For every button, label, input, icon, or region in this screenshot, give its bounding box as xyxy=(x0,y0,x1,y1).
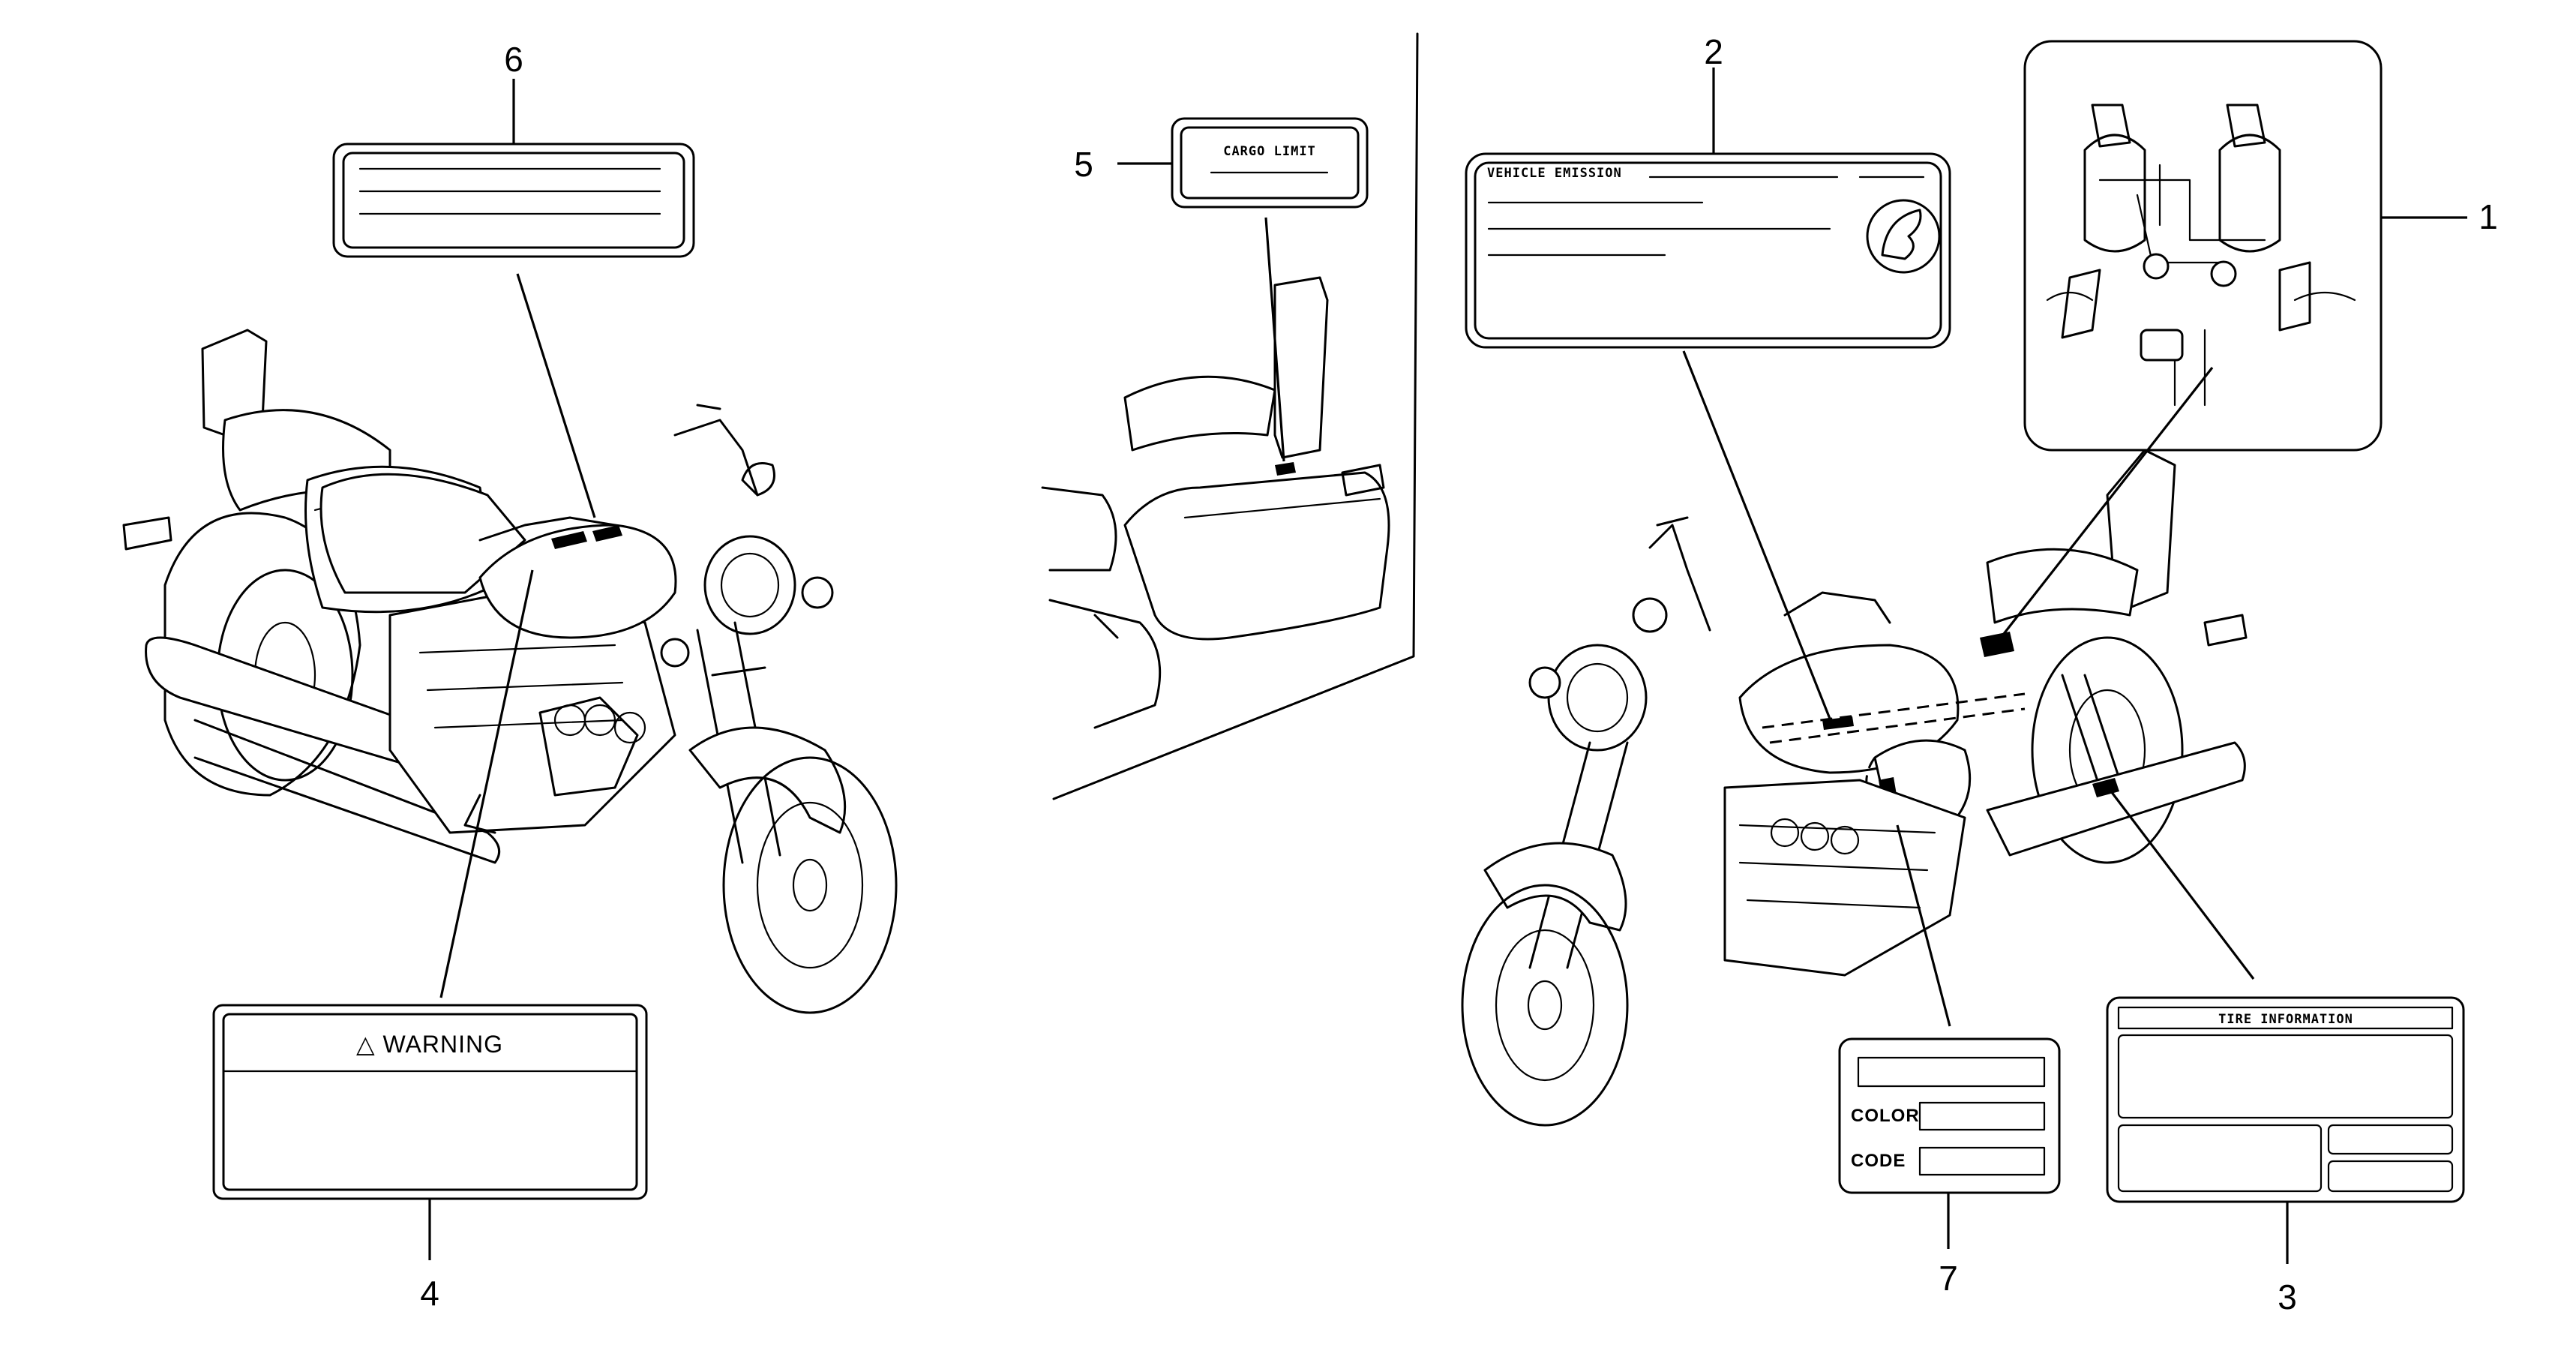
leader-7 xyxy=(1896,824,1951,1027)
callout-5: 5 xyxy=(1074,145,1093,184)
callout-7: 7 xyxy=(1939,1259,1958,1298)
leader-4 xyxy=(439,569,534,998)
code-text: CODE xyxy=(1851,1151,1906,1171)
label-5-cargo-limit: CARGO LIMIT xyxy=(1171,117,1369,209)
leader-1-down xyxy=(1999,367,2214,638)
warning-label-text: △ WARNING xyxy=(356,1031,503,1058)
callout-2: 2 xyxy=(1704,32,1723,71)
label-7-color-code: COLOR CODE xyxy=(1838,1037,2061,1194)
color-text: COLOR xyxy=(1851,1106,1920,1126)
tire-information-text: TIRE INFORMATION xyxy=(2218,1012,2353,1027)
cargo-limit-text: CARGO LIMIT xyxy=(1223,144,1316,159)
leader-3 xyxy=(2110,791,2255,980)
right-motorcycle-illustration xyxy=(1461,449,2248,1127)
saddlebag-closeup-illustration xyxy=(1041,32,1419,800)
vehicle-emission-text: VEHICLE EMISSION xyxy=(1487,166,1622,181)
callout-3: 3 xyxy=(2278,1277,2297,1316)
left-motorcycle-illustration xyxy=(122,329,898,1014)
leader-5-down xyxy=(1264,217,1285,462)
leader-6 xyxy=(516,273,596,518)
callout-4: 4 xyxy=(420,1274,439,1313)
label-1-routing-diagram xyxy=(2023,40,2383,452)
label-3-tire-information: TIRE INFORMATION xyxy=(2106,996,2465,1203)
leader-2-down xyxy=(1682,350,1831,719)
honda-wing-icon xyxy=(1866,199,1941,274)
label-4-warning: △ WARNING xyxy=(212,1004,648,1200)
callout-1: 1 xyxy=(2479,197,2498,236)
callout-6: 6 xyxy=(504,40,523,79)
honda-wing-icon-detail xyxy=(1881,209,1922,260)
label-2-vehicle-emission: VEHICLE EMISSION xyxy=(1465,152,1951,349)
label-6-blank xyxy=(332,143,695,258)
